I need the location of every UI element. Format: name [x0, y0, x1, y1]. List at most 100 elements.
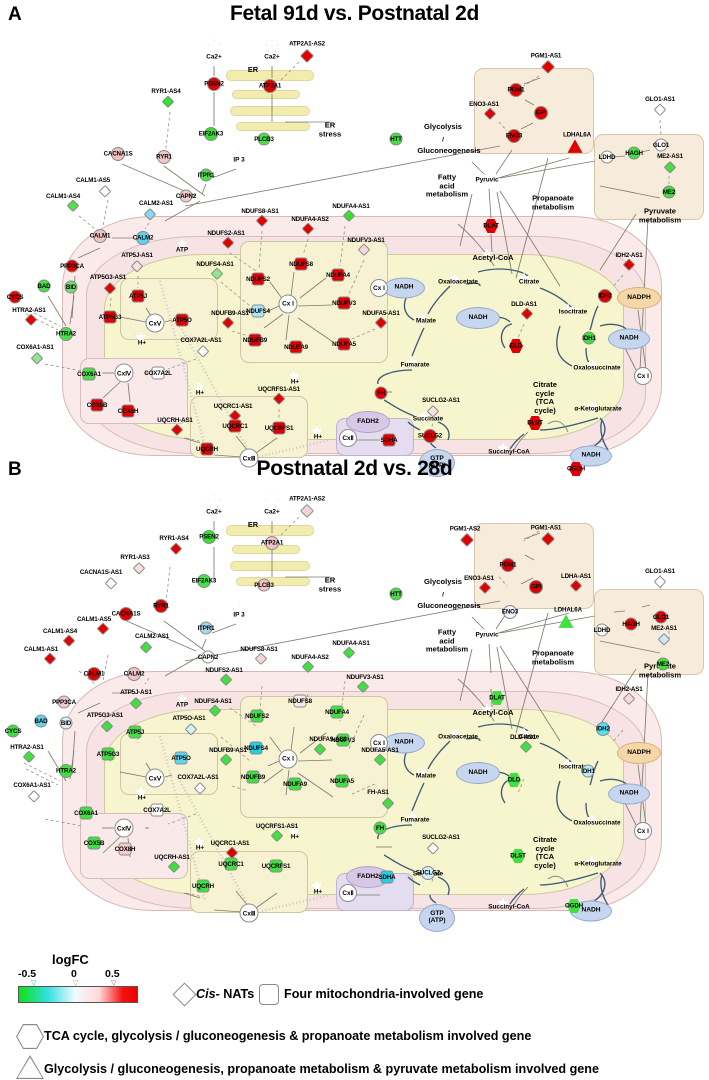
- node-cox7a2l-as1[interactable]: COX7A2L-AS1: [180, 337, 222, 358]
- node-htt[interactable]: HTT: [389, 587, 403, 601]
- node-dlst[interactable]: DLST: [510, 849, 526, 863]
- node-glo1-as1[interactable]: GLO1-AS1: [645, 567, 675, 589]
- node-atp2a1[interactable]: ATP2A1: [259, 79, 281, 93]
- node-atp5g3-as1[interactable]: ATP5G3-AS1: [90, 274, 126, 295]
- node-uqcrfs1-as1[interactable]: UQCRFS1-AS1: [258, 385, 300, 406]
- node-ryr1[interactable]: RYR1: [156, 150, 172, 164]
- node-htra2-as1[interactable]: HTRA2-AS1: [12, 306, 46, 327]
- node-calm1-as5[interactable]: CALM1-AS5: [76, 177, 112, 198]
- node-calm2-as1[interactable]: CALM2-AS1: [139, 200, 173, 221]
- node-ldhal6a[interactable]: LDHAL6A: [563, 131, 591, 153]
- node-atp5o-as1[interactable]: ATP5O-AS1: [173, 715, 206, 736]
- node-uqcrc1[interactable]: UQCRC1: [222, 419, 248, 433]
- node-ryr1-as3[interactable]: RYR1-AS3: [120, 554, 150, 575]
- node-eno3-as1[interactable]: ENO3-AS1: [469, 100, 499, 121]
- node-calm1[interactable]: CALM1: [90, 229, 110, 243]
- node-cox8h[interactable]: COX8H: [118, 404, 138, 418]
- node-dlat[interactable]: DLAT: [489, 691, 505, 705]
- node-ndufs8[interactable]: NDUFS8: [289, 257, 313, 271]
- node-cox6a1-as1[interactable]: COX6A1-AS1: [13, 782, 51, 803]
- node-ndufs2[interactable]: NDUFS2: [245, 709, 269, 723]
- node-idh2-as1[interactable]: IDH2-AS1: [615, 685, 643, 706]
- node-dld-as1[interactable]: DLD-AS1: [510, 733, 536, 754]
- node-dld[interactable]: DLD: [509, 339, 523, 353]
- node-calm1-as5[interactable]: CALM1-AS5: [77, 615, 111, 636]
- node-calm1-as4[interactable]: CALM1-AS4: [46, 192, 80, 213]
- node-pgm1-as2[interactable]: PGM1-AS2: [450, 526, 480, 548]
- node-atp5o[interactable]: ATP5O: [172, 313, 192, 327]
- node-glo1[interactable]: GLO1: [653, 610, 669, 624]
- node-ndufa4-as1[interactable]: NDUFA4-AS1: [332, 639, 370, 660]
- node-ldhal6a[interactable]: LDHAL6A: [554, 606, 582, 628]
- node-atp5j[interactable]: ATP5J: [126, 725, 144, 739]
- node-atp5j-as1[interactable]: ATP5J-AS1: [121, 252, 153, 273]
- node-atp5j-as1[interactable]: ATP5J-AS1: [120, 689, 152, 710]
- node-ldhd[interactable]: LDHD: [599, 150, 615, 164]
- node-ndufb9[interactable]: NDUFB9: [243, 333, 267, 347]
- node-ndufs8-as1[interactable]: NDUFS8-AS1: [241, 207, 279, 228]
- node-suclg2[interactable]: SUCLG2: [416, 866, 440, 880]
- node-idh2[interactable]: IDH2: [596, 722, 610, 736]
- node-ndufb9-as1[interactable]: NDUFB9-AS1: [211, 309, 249, 330]
- node-cox6a1-as1[interactable]: COX6A1-AS1: [16, 344, 54, 365]
- node-psen2[interactable]: PSEN2: [199, 530, 219, 544]
- node-sdha[interactable]: SDHA: [381, 433, 398, 447]
- node-htra2[interactable]: HTRA2: [56, 764, 76, 778]
- node-cox7a2l[interactable]: COX7A2L: [143, 803, 171, 817]
- node-uqcrh-as1[interactable]: UQCRH-AS1: [157, 416, 193, 437]
- node-glo1[interactable]: GLO1: [653, 138, 669, 152]
- node-suclg2-as1[interactable]: SUCLG2-AS1: [422, 834, 460, 855]
- node-capn2[interactable]: CAPN2: [198, 650, 218, 664]
- node-ndufs8-as1[interactable]: NDUFS8-AS1: [240, 645, 278, 666]
- node-psen2[interactable]: PSEN2: [204, 77, 224, 91]
- node-calm1-as1[interactable]: CALM1-AS1: [24, 645, 58, 666]
- node-dld-as1[interactable]: DLD-AS1: [511, 300, 537, 321]
- node-ndufa9[interactable]: NDUFA9: [283, 777, 307, 791]
- node-ndufv3-as1[interactable]: NDUFV3-AS1: [346, 673, 384, 694]
- node-hagh[interactable]: HAGH: [625, 146, 643, 160]
- node-cacna1s[interactable]: CACNA1S: [104, 147, 133, 161]
- node-ndufa5-as1[interactable]: NDUFA5-AS1: [361, 746, 399, 767]
- node-ndufb9-as1[interactable]: NDUFB9-AS1: [209, 746, 247, 767]
- node-ndufs2[interactable]: NDUFS2: [246, 272, 270, 286]
- node-cox5b[interactable]: COX5B: [87, 398, 107, 412]
- node-idh2[interactable]: IDH2: [598, 289, 612, 303]
- node-ndufs4-as1[interactable]: NDUFS4-AS1: [196, 260, 234, 281]
- node-eif2ak3[interactable]: EIF2AK3: [192, 574, 216, 588]
- node-eif2ak3[interactable]: EIF2AK3: [199, 127, 223, 141]
- node-hagh[interactable]: HAGH: [622, 617, 640, 631]
- node-uqcrfs1-as1[interactable]: UQCRFS1-AS1: [256, 822, 298, 843]
- node-me2-as1[interactable]: ME2-AS1: [657, 153, 683, 174]
- node-atp5g3-as1[interactable]: ATP5G3-AS1: [87, 712, 123, 733]
- node-uqcrfs1[interactable]: UQCRFS1: [262, 859, 290, 873]
- node-fh[interactable]: FH: [373, 821, 387, 835]
- node-bad[interactable]: BAD: [34, 714, 48, 728]
- node-ndufs4-as1[interactable]: NDUFS4-AS1: [194, 697, 232, 718]
- node-ndufa4-as2[interactable]: NDUFA4-AS2: [291, 653, 329, 674]
- node-ldhd[interactable]: LDHD: [594, 623, 610, 637]
- node-uqcrc1-as1[interactable]: UQCRC1-AS1: [211, 839, 250, 860]
- node-plcb3[interactable]: PLCB3: [254, 132, 274, 146]
- node-cox8h[interactable]: COX8H: [115, 842, 135, 856]
- node-bad[interactable]: BAD: [37, 279, 51, 293]
- node-ndufa4-as2[interactable]: NDUFA4-AS2: [291, 215, 329, 236]
- node-htra2[interactable]: HTRA2: [56, 327, 76, 341]
- node-calm2-as1[interactable]: CALM2-AS1: [135, 633, 169, 654]
- node-idh2-as1[interactable]: IDH2-AS1: [615, 251, 643, 272]
- node-calm2[interactable]: CALM2: [124, 667, 144, 681]
- node-htt[interactable]: HTT: [389, 132, 403, 146]
- node-gpi[interactable]: GPI: [529, 580, 543, 594]
- node-calm1[interactable]: CALM1: [84, 667, 104, 681]
- node-ndufa4[interactable]: NDUFA4: [325, 705, 349, 719]
- node-atp2a1-as2[interactable]: ATP2A1-AS2: [289, 496, 325, 519]
- node-glo1-as1[interactable]: GLO1-AS1: [645, 95, 675, 117]
- node-me2-as1[interactable]: ME2-AS1: [651, 625, 677, 646]
- node-cox7a2l[interactable]: COX7A2L: [144, 366, 172, 380]
- node-cacna1s[interactable]: CACNA1S: [112, 607, 141, 621]
- node-ndufv3[interactable]: NDUFV3: [331, 733, 355, 747]
- node-cycs[interactable]: CYCS: [7, 290, 23, 304]
- node-ryr1[interactable]: RYR1: [153, 599, 169, 613]
- node-ndufs4[interactable]: NDUFS4: [244, 741, 268, 755]
- node-ndufs2-as1[interactable]: NDUFS2-AS1: [207, 229, 245, 250]
- node-idh1[interactable]: IDH1: [581, 764, 595, 778]
